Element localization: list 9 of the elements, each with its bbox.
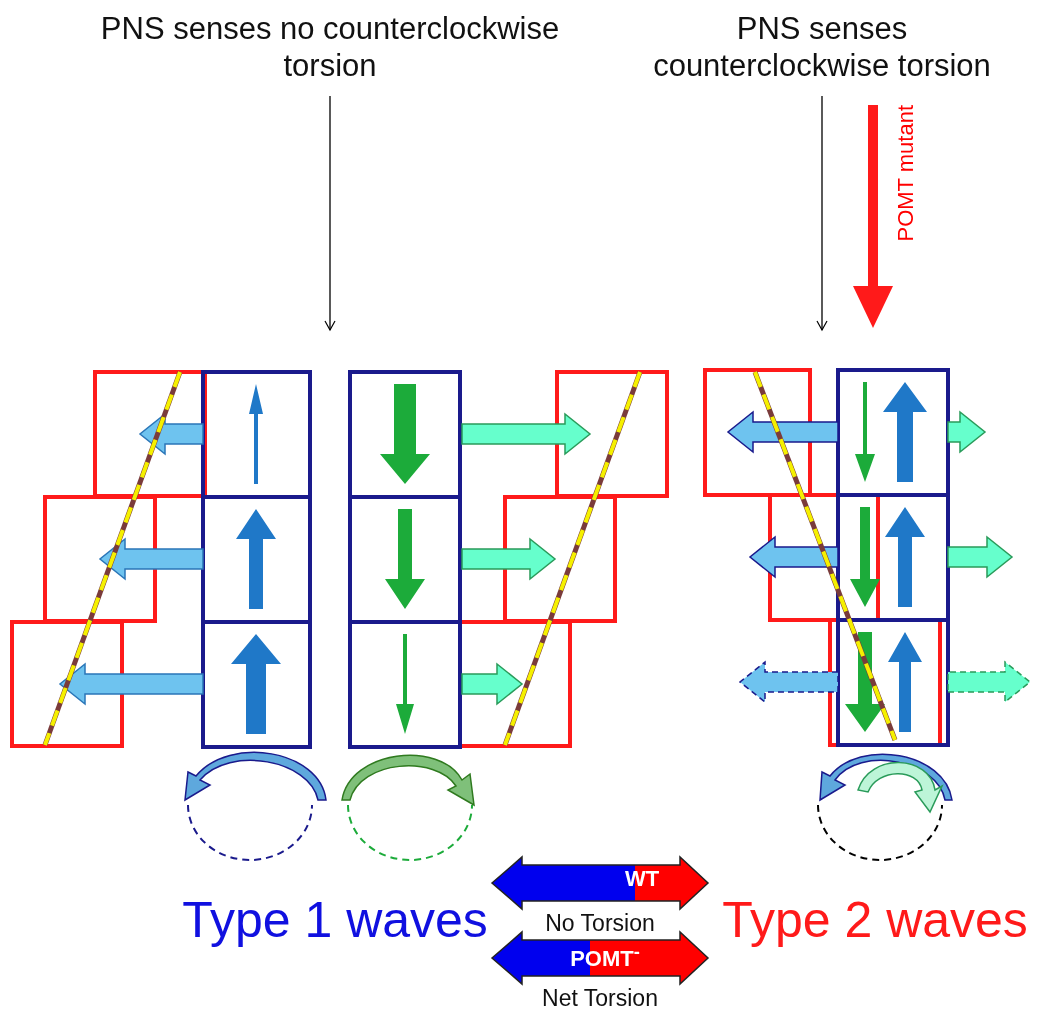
heading-text: PNS senses counterclockwise torsion <box>615 10 1029 85</box>
arrow <box>324 95 336 331</box>
label-text: No Torsion <box>544 910 656 938</box>
wave-type-label: Type 2 waves <box>721 891 1029 950</box>
label-text: Net Torsion <box>541 985 659 1013</box>
arrow <box>816 95 828 331</box>
wave-type-label: Type 1 waves <box>181 891 489 950</box>
label-text: POMT mutant <box>893 105 919 242</box>
heading-text: PNS senses no counterclockwise torsion <box>100 10 560 85</box>
